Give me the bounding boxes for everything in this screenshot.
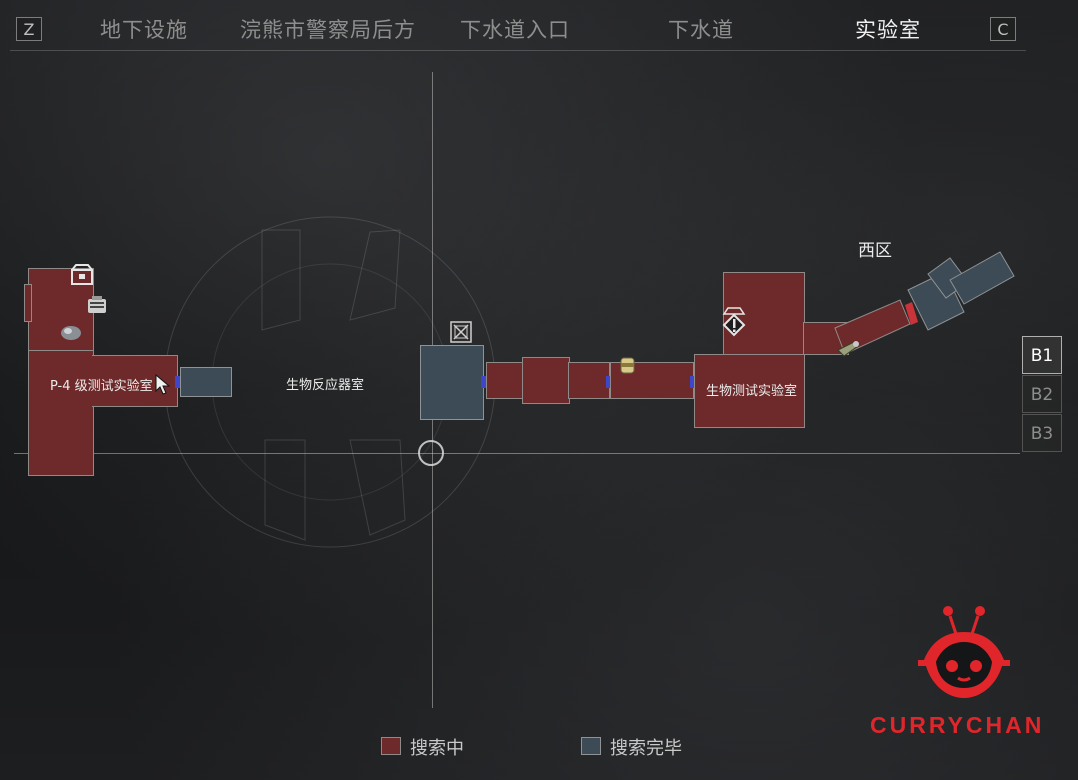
tab-underground-facility[interactable]: 地下设施 [100, 18, 188, 42]
room-biotest-lower[interactable] [694, 354, 805, 428]
legend-searched-swatch [581, 737, 601, 755]
door-corridor-mid [606, 376, 611, 388]
typewriter-icon[interactable] [86, 295, 108, 317]
legend-searching-swatch [381, 737, 401, 755]
alert-marker-icon[interactable] [720, 304, 748, 338]
mouse-pointer-icon [155, 374, 171, 395]
map-cursor-icon[interactable] [418, 440, 444, 466]
room-central-hub[interactable] [420, 345, 484, 420]
floor-b3-button[interactable]: B3 [1022, 414, 1062, 452]
tab-laboratory[interactable]: 实验室 [855, 18, 921, 42]
ammo-icon[interactable] [618, 354, 638, 376]
gun-part-icon[interactable] [836, 336, 862, 360]
room-corridor-1[interactable] [486, 362, 524, 399]
tab-rpd-back[interactable]: 浣熊市警察局后方 [240, 18, 416, 42]
floor-b1-button[interactable]: B1 [1022, 336, 1062, 374]
next-area-key[interactable]: C [990, 17, 1016, 41]
watermark-text: CURRYCHAN [870, 712, 1045, 738]
prev-area-key[interactable]: Z [16, 17, 42, 41]
room-p4-upper[interactable] [28, 268, 94, 352]
door-hub-east [481, 376, 486, 388]
area-tab-bar: Z 地下设施 浣熊市警察局后方 下水道入口 下水道 实验室 C [0, 0, 1078, 52]
crosshair-horizontal [14, 453, 1020, 454]
legend-searched-label: 搜索完毕 [610, 738, 682, 759]
currychan-logo-icon [918, 606, 1010, 698]
legend-searching-label: 搜索中 [410, 738, 464, 759]
room-corridor-2[interactable] [522, 357, 570, 404]
tab-bar-divider [10, 50, 1026, 51]
key-item-icon[interactable] [58, 323, 84, 343]
tab-sewer-entrance[interactable]: 下水道入口 [460, 18, 570, 42]
tab-sewer[interactable]: 下水道 [668, 18, 734, 42]
locked-box-icon[interactable] [450, 321, 472, 343]
room-p4-corridor[interactable] [180, 367, 232, 397]
item-box-icon[interactable] [70, 264, 94, 286]
label-west-zone: 西区 [858, 241, 892, 261]
door-p4-east [175, 376, 180, 388]
label-bio-test-lab: 生物测试实验室 [706, 384, 798, 399]
room-p4-lower[interactable] [28, 350, 94, 476]
label-p4-lab: P-4 级测试实验室 [50, 379, 153, 394]
label-bio-reactor: 生物反应器室 [286, 378, 365, 393]
door-corridor-east [690, 376, 695, 388]
room-p4-alcove [24, 284, 32, 322]
floor-b2-button[interactable]: B2 [1022, 375, 1062, 413]
